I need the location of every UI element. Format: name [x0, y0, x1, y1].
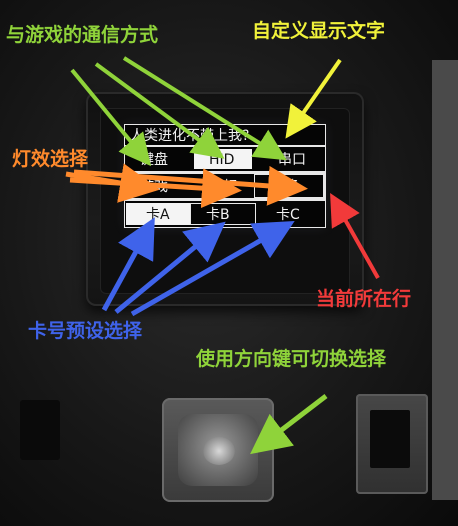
label-light-effect: 灯效选择	[12, 148, 89, 170]
label-current-row: 当前所在行	[316, 288, 412, 310]
side-button[interactable]	[370, 410, 410, 468]
oled-card-b-option[interactable]: 卡B	[206, 207, 230, 223]
label-direction-key: 使用方向键可切换选择	[196, 348, 387, 370]
joystick-center[interactable]	[203, 437, 235, 465]
arrow-card-a	[101, 217, 155, 312]
arrow-card-b	[114, 221, 226, 314]
device-slot	[20, 400, 60, 460]
label-custom-text: 自定义显示文字	[252, 20, 386, 42]
arrow-custom-text	[285, 58, 342, 139]
arrow-card-c	[130, 221, 295, 317]
arrow-direction-key	[250, 394, 328, 455]
arrow-comm-serial	[122, 56, 287, 161]
arrow-current-row	[330, 193, 380, 279]
arrow-comm-hid	[94, 62, 225, 159]
oled-card-c-option[interactable]: 卡C	[276, 207, 300, 223]
device-side-panel	[432, 60, 458, 500]
arrow-light-rainbow	[69, 168, 242, 209]
label-card-preset: 卡号预设选择	[28, 320, 143, 342]
label-game-comm: 与游戏的通信方式	[6, 24, 159, 46]
arrow-comm-keyboard	[70, 68, 152, 167]
arrow-light-more	[73, 165, 308, 206]
